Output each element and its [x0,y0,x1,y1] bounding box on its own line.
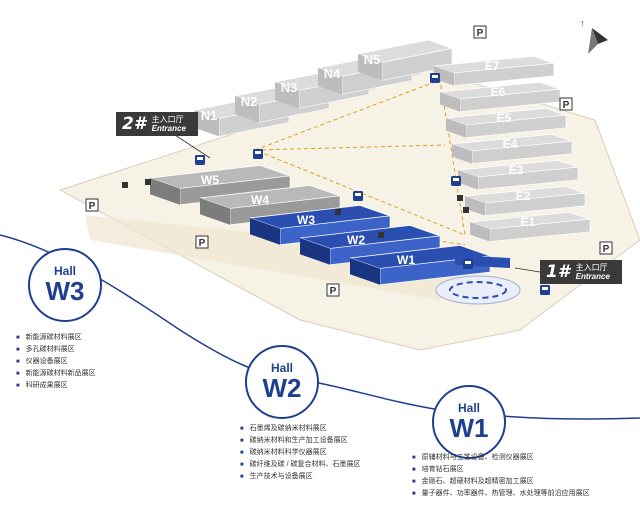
entrance-plaza [435,275,521,305]
list-item: 培育钻石展区 [412,464,590,476]
entrance-1-en: Entrance [575,272,610,281]
hall-label-east: E1 [521,215,536,229]
list-item: 金刚石、超硬材料及超精密加工展区 [412,476,590,488]
bus-icon [253,149,263,159]
hall-w1-badge: Hall W1 [432,385,506,459]
hall-block-east [464,185,586,216]
entrance-2-number: 2# [122,114,146,134]
entrance-2-en: Entrance [151,124,186,133]
list-item: 碳纳米材料和生产加工设备展区 [240,435,360,447]
hall-label-east: E4 [503,137,518,151]
hall-label-west-blue: W3 [297,213,315,227]
svg-text:P: P [89,201,96,212]
restroom-icon [145,179,151,185]
restroom-icon [335,209,341,215]
hall-label-east: E2 [516,189,531,203]
hall-w1-word: Hall [457,401,480,415]
compass-icon: ↑ [580,18,608,54]
entrance-1-cn: 主入口厅 [575,263,608,272]
svg-text:P: P [477,28,484,39]
entrance-2-pointer [174,134,211,159]
bus-icon [451,176,461,186]
hall-label-east: E3 [509,163,524,177]
entrance-2-cn: 主入口厅 [151,115,184,124]
hall-block-east [451,133,573,164]
hall-label-east: E6 [491,85,506,99]
bus-icon [195,155,205,165]
hall-label-north: N1 [201,108,218,123]
list-item: 新能源碳材料新品展区 [16,368,96,380]
bus-icon [463,259,473,269]
hall-w1-features: 原辅材料与工艺设备、检测仪器展区 培育钻石展区 金刚石、超硬材料及超精密加工展区… [412,452,590,500]
hall-block-east [445,107,567,138]
entrance-1-number: 1# [546,262,570,282]
bus-icon [430,73,440,83]
list-item: 原辅材料与工艺设备、检测仪器展区 [412,452,590,464]
hall-w3-badge: Hall W3 [28,248,102,322]
hall-w2-badge: Hall W2 [245,345,319,419]
entrance-1-pointer [514,267,541,273]
svg-text:P: P [330,286,337,297]
hall-block-east [433,55,555,86]
list-item: 碳纤维及碳 / 碳复合材料、石墨展区 [240,459,361,471]
hall-w2-features: 石墨烯及碳纳米材料展区 碳纳米材料和生产加工设备展区 碳纳米材料科学仪器展区 碳… [240,423,361,483]
svg-text:↑: ↑ [580,18,585,28]
parking-icon: P [599,241,613,255]
restroom-icon [122,182,128,188]
parking-icon: P [473,25,487,39]
hall-w1-code: W1 [449,413,489,443]
hall-label-north: N3 [281,80,298,95]
svg-text:P: P [603,244,610,255]
hall-w3-features: 新能源碳材料展区 多孔碳材料展区 仪器设备展区 新能源碳材料新品展区 科研成果展… [16,332,96,392]
list-item: 石墨烯及碳纳米材料展区 [240,423,360,435]
svg-text:P: P [563,100,570,111]
parking-icon: P [559,97,573,111]
svg-text:P: P [199,238,206,249]
entrance-2-label: 2# 主入口厅 Entrance [116,112,198,136]
hall-label-west-blue: W1 [397,253,415,267]
hall-label-west-gray: W5 [201,173,219,187]
entrance-1-label: 1# 主入口厅 Entrance [540,260,622,284]
parking-icon: P [195,235,209,249]
hall-block-east [457,159,579,190]
list-item: 量子器件、功率器件、热管理、水处理等前沿应用展区 [412,488,590,500]
walkway-path [253,79,466,236]
hall-label-west-blue: W2 [347,233,365,247]
hall-label-west-gray: W4 [251,193,269,207]
hall-label-north: N2 [241,94,258,109]
list-item: 仪器设备展区 [16,356,96,368]
list-item: 科研成果展区 [16,380,96,392]
hall-w2-code: W2 [262,373,302,403]
hall-w3-code: W3 [45,276,85,306]
parking-icon: P [326,283,340,297]
list-item: 碳纳米材料科学仪器展区 [240,447,360,459]
restroom-icon [457,195,463,201]
hall-w2-word: Hall [270,361,293,375]
hall-label-east: E5 [497,111,512,125]
entrance-plaza-ring [449,281,507,299]
list-item: 生产技术与设备展区 [240,471,360,483]
hall-block-east [469,211,591,242]
list-item: 新能源碳材料展区 [16,332,96,344]
parking-icon: P [85,198,99,212]
bus-icon [540,285,550,295]
restroom-icon [463,207,469,213]
hall-label-north: N4 [324,66,341,81]
bus-icon [353,191,363,201]
hall-label-east: E7 [485,59,500,73]
walkway-path [254,144,446,151]
restroom-icon [378,232,384,238]
hall-label-north: N5 [364,52,381,67]
list-item: 多孔碳材料展区 [16,344,96,356]
hall-w3-word: Hall [53,264,76,278]
